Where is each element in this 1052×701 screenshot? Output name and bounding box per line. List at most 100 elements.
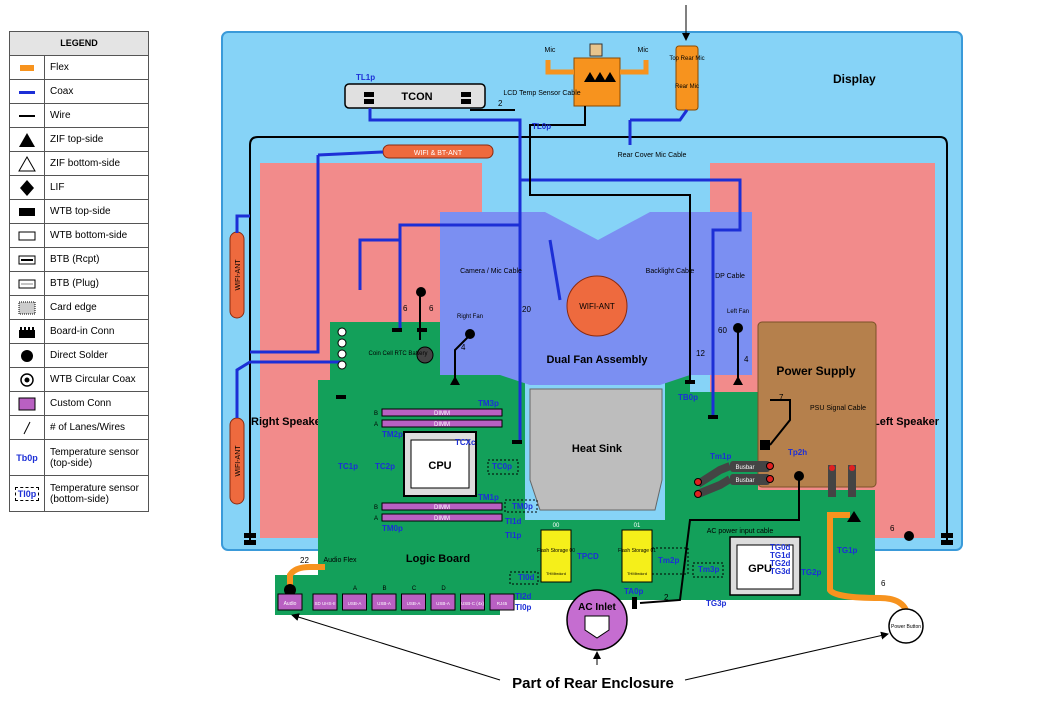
coin-cell-battery [416, 346, 434, 364]
legend-item: Direct Solder [10, 344, 148, 368]
legend-item-label: Custom Conn [50, 398, 112, 409]
power-btn-solder [904, 531, 914, 541]
sensor-Tm1p: Tm1p [710, 452, 731, 461]
sensor-TC2p: TC2p [375, 462, 395, 471]
port [312, 593, 338, 611]
legend-item: WTB Circular Coax [10, 368, 148, 392]
port [489, 593, 515, 611]
legend-item-label: Card edge [50, 302, 97, 313]
flash0-label: Flash Storage 00 [537, 548, 575, 554]
sensor-TL0p: TL0p [532, 122, 551, 131]
lane-count: 12 [696, 349, 705, 358]
legend-item: Custom Conn [10, 392, 148, 416]
flash1-label: Flash Storage 01 [618, 548, 656, 554]
coin-cell-label: Coin Cell RTC Battery [369, 351, 428, 357]
fan-assembly-label: Dual Fan Assembly [546, 354, 648, 366]
mic-right-label: Mic [638, 47, 649, 54]
legend-item-label: BTB (Plug) [50, 278, 99, 289]
legend-item-label: BTB (Rcpt) [50, 254, 100, 265]
tcon-board [344, 83, 486, 109]
audio-solder [284, 584, 296, 596]
legend-sensor-symbol: Tl0p [14, 486, 40, 501]
sensor-TA0p: TA0p [624, 587, 644, 596]
sensor-TG3p: TG3p [706, 599, 727, 608]
sensor-TM1p: TM1p [478, 493, 499, 502]
sensor-Tm3p: Tm3p [698, 565, 719, 574]
port-letter: B [382, 586, 386, 592]
coax-icon [10, 80, 45, 103]
sensor-TM0p: TM0p [382, 524, 403, 533]
dimm-letter: A [374, 422, 378, 428]
legend-item-label: LIF [50, 182, 65, 193]
dimm-letter: B [374, 411, 378, 417]
psu-solder [794, 471, 804, 481]
audio-port-label: Audio [284, 601, 297, 607]
right-fan-solder [465, 329, 475, 339]
flash0-num: 00 [553, 523, 560, 529]
sensor-TI0p: TI0p [515, 603, 532, 612]
board-in-conn-icon [10, 320, 45, 343]
ac-power-input-label: AC power input cable [707, 528, 774, 535]
wire-icon [10, 104, 45, 127]
legend-item: Coax [10, 80, 148, 104]
sensor-TC1p: TC1p [338, 462, 358, 471]
coin-cell-solder [416, 287, 426, 297]
port [371, 593, 397, 611]
wifi-ant-left-top-label: WIFI-ANT [235, 259, 242, 291]
legend-item: LIF [10, 176, 148, 200]
sensor-Tm2p: Tm2p [658, 556, 679, 565]
zif-top-icon [10, 128, 45, 151]
legend-item-label: Temperature sensor (bottom-side) [50, 482, 139, 505]
sensor-TC0p: TC0p [492, 462, 512, 471]
heat-sink [529, 388, 663, 511]
legend-item: Card edge [10, 296, 148, 320]
left-fan-label: Left Fan [727, 309, 749, 315]
power-button[interactable] [888, 608, 924, 644]
port [460, 593, 485, 611]
cable-labels: LCD Temp Sensor Cable Rear Cover Mic Cab… [323, 90, 866, 564]
port-letter: A [353, 586, 357, 592]
dp-cable-label: DP Cable [715, 273, 745, 280]
wifi-bt-ant-label: WIFI & BT-ANT [414, 150, 463, 157]
gpu-label: GPU [748, 563, 772, 575]
legend-item: # of Lanes/Wires [10, 416, 148, 440]
port-letter: C [412, 586, 417, 592]
ac-inlet-label: AC Inlet [578, 602, 616, 613]
rear-cover-mic-label: Rear Cover Mic Cable [618, 152, 687, 159]
lane-count: 4 [461, 343, 466, 352]
lane-count: 20 [522, 305, 531, 314]
lane-count: 6 [429, 304, 434, 313]
sensor-TM0p: TM0p [512, 502, 533, 511]
sensor-TI0d: TI0d [518, 573, 535, 582]
lcd-temp-cable-label: LCD Temp Sensor Cable [503, 90, 580, 97]
temperature-sensors: TL1p TL0p TB0p TC1p TC2p TCXc TC0p TM3p … [338, 73, 858, 612]
lanes-icon [10, 416, 45, 439]
rear-mic-label: Rear Mic [675, 84, 699, 90]
lane-count: 6 [881, 579, 886, 588]
flash0-sub: THMbrdcrd [546, 571, 566, 576]
flash1-num: 01 [634, 523, 641, 529]
port-label: USB-A [436, 601, 450, 606]
legend-item: Wire [10, 104, 148, 128]
power-supply [757, 321, 877, 488]
dimm-slots [381, 408, 503, 522]
legend-item-label: WTB bottom-side [50, 230, 128, 241]
legend-item-label: Flex [50, 62, 69, 73]
legend-item: WTB bottom-side [10, 224, 148, 248]
dimm-letter: A [374, 516, 378, 522]
legend-item-label: Wire [50, 110, 71, 121]
sensor-TG2p: TG2p [801, 568, 822, 577]
legend-item-label: Coax [50, 86, 74, 97]
rear-enclosure-label: Part of Rear Enclosure [512, 675, 674, 692]
legend-item-label: ZIF bottom-side [50, 158, 121, 169]
logic-board-label: Logic Board [406, 553, 470, 565]
sensor-TG1p: TG1p [837, 546, 858, 555]
port [401, 593, 426, 611]
legend-item-label: # of Lanes/Wires [50, 422, 126, 433]
legend-title: LEGEND [10, 32, 148, 56]
logic-board [275, 322, 875, 615]
wifi-bt-ant [382, 144, 494, 159]
